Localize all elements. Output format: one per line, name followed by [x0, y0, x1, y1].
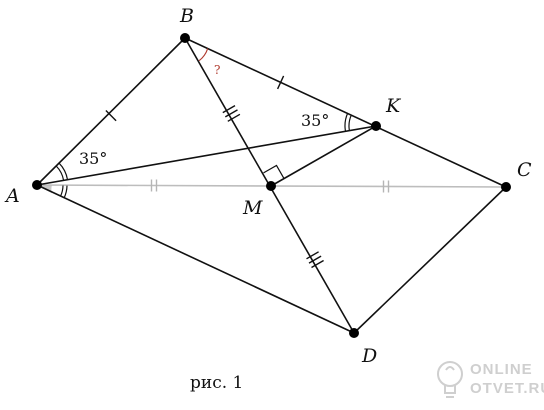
- double-tick-MC: [382, 180, 390, 193]
- watermark-line2: OTVET.RU: [470, 380, 544, 397]
- triple-tick-BM: [222, 104, 241, 122]
- lightbulb-icon: [437, 361, 463, 398]
- double-tick-AM: [150, 179, 158, 192]
- right-angle-marker: [263, 164, 285, 179]
- segment-AK: [36, 125, 377, 186]
- segment-DA: [36, 184, 355, 334]
- point-D: [349, 328, 359, 338]
- angle-arc-A-lower-outer: [63, 185, 68, 198]
- figure-caption: рис. 1: [190, 373, 243, 393]
- tick-AB: [105, 110, 117, 122]
- angle-label-B: ?: [214, 63, 220, 77]
- label-K: K: [385, 95, 402, 117]
- angle-label-K: 35°: [301, 111, 329, 130]
- angle-arc-A-inner: [55, 165, 65, 181]
- watermark-line1: ONLINE: [470, 361, 533, 378]
- angle-arc-B: [198, 48, 209, 62]
- angle-arc-K-inner: [348, 114, 353, 131]
- label-C: C: [517, 159, 532, 181]
- watermark: ONLINE OTVET.RU: [437, 361, 544, 398]
- point-A: [32, 180, 42, 190]
- segment-CD: [353, 186, 507, 334]
- tick-BK: [276, 75, 285, 90]
- point-M: [266, 181, 276, 191]
- angle-arc-A-lower-inner: [60, 185, 64, 197]
- label-M: M: [242, 197, 263, 219]
- angle-arc-A-outer: [58, 162, 69, 180]
- segment-AB: [36, 37, 186, 186]
- label-B: B: [179, 5, 194, 27]
- segment-MK: [270, 125, 377, 187]
- label-A: A: [4, 185, 20, 207]
- point-K: [371, 121, 381, 131]
- segment-BC: [184, 37, 507, 188]
- point-C: [501, 182, 511, 192]
- label-D: D: [361, 345, 377, 367]
- point-B: [180, 33, 190, 43]
- angle-arc-K-outer: [344, 112, 349, 132]
- triple-tick-MD: [306, 251, 324, 269]
- angle-label-A: 35°: [79, 149, 107, 168]
